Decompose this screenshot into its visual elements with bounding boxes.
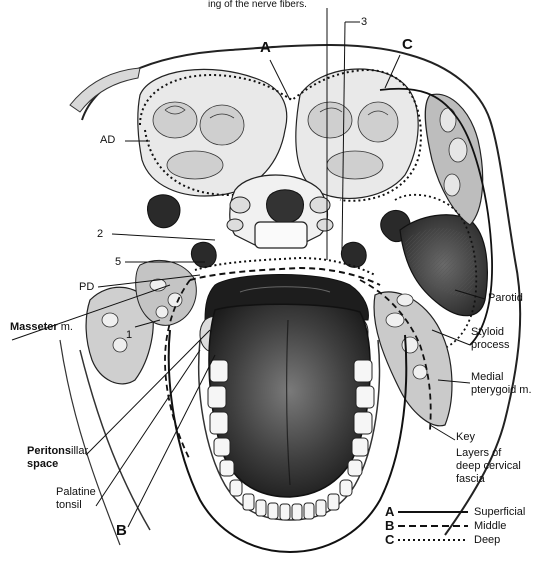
label-peritonsillar-rest: illar xyxy=(71,445,88,457)
key-subtitle-3: fascia xyxy=(456,473,485,486)
label-palatine-1: Palatine xyxy=(56,486,96,499)
medial-pterygoid-right xyxy=(374,292,452,426)
label-peritonsillar: Peritonsillar xyxy=(27,445,88,458)
label-ad: AD xyxy=(100,134,115,147)
caption-top: ing of the nerve fibers. xyxy=(208,0,307,11)
vertebra-body xyxy=(255,222,307,248)
label-c: C xyxy=(402,37,413,53)
label-a: A xyxy=(260,40,271,56)
label-masseter: Masseter m. xyxy=(10,321,73,334)
label-masseter-bold: Masseter xyxy=(10,321,58,333)
label-2: 2 xyxy=(97,228,103,241)
label-medial-2: pterygoid m. xyxy=(471,384,532,397)
label-b: B xyxy=(116,523,127,539)
label-3: 3 xyxy=(361,16,367,29)
key-text-superficial: Superficial xyxy=(474,506,525,519)
parotid-hatch xyxy=(405,228,475,296)
label-medial-1: Medial xyxy=(471,371,503,384)
key-subtitle-2: deep cervical xyxy=(456,460,521,473)
left-dark-bone-2 xyxy=(191,242,216,267)
key-subtitle-1: Layers of xyxy=(456,447,501,460)
label-styloid-1: Styloid xyxy=(471,326,504,339)
label-space: space xyxy=(27,458,58,471)
label-styloid-2: process xyxy=(471,339,510,352)
key-letter-a: A xyxy=(385,505,394,518)
key-title: Key xyxy=(456,431,475,444)
key-text-deep: Deep xyxy=(474,534,500,547)
skin-strip xyxy=(70,68,140,112)
label-palatine-2: tonsil xyxy=(56,499,82,512)
key-text-middle: Middle xyxy=(474,520,506,533)
vertebra xyxy=(267,190,304,223)
key-letter-c: C xyxy=(385,533,394,546)
label-parotid: Parotid xyxy=(488,292,523,305)
label-5: 5 xyxy=(115,256,121,269)
label-1: 1 xyxy=(126,329,132,342)
label-pd: PD xyxy=(79,281,94,294)
label-peritonsillar-bold: Peritons xyxy=(27,445,71,457)
left-dark-bone xyxy=(148,195,180,228)
key-letter-b: B xyxy=(385,519,394,532)
label-masseter-rest: m. xyxy=(58,321,73,333)
